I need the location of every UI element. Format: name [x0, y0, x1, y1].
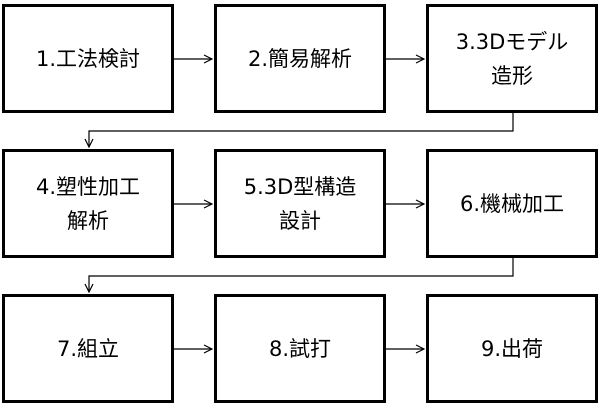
- step-1-method-study-box: 1.工法検討: [2, 4, 174, 113]
- step-2-simple-analysis-box: 2.簡易解析: [214, 4, 386, 113]
- step-5-3d-die-design-box: 5.3D型構造 設計: [214, 149, 386, 258]
- step-4-label: 4.塑性加工 解析: [35, 174, 141, 233]
- step-9-shipment-box: 9.出荷: [426, 294, 598, 403]
- step-8-label: 8.試打: [268, 336, 332, 361]
- step-9-label: 9.出荷: [480, 336, 544, 361]
- step-7-assembly-box: 7.組立: [2, 294, 174, 403]
- step-5-label: 5.3D型構造 設計: [243, 174, 357, 233]
- step-3-3d-modeling-box: 3.3Dモデル 造形: [426, 4, 598, 113]
- arrow-3-to-4: [89, 113, 514, 147]
- arrow-6-to-7: [89, 258, 514, 292]
- step-7-label: 7.組立: [56, 336, 120, 361]
- step-4-plastic-forming-analysis-box: 4.塑性加工 解析: [2, 149, 174, 258]
- step-3-label: 3.3Dモデル 造形: [455, 29, 569, 88]
- step-8-trial-box: 8.試打: [214, 294, 386, 403]
- step-2-label: 2.簡易解析: [247, 46, 353, 71]
- step-6-machining-box: 6.機械加工: [426, 149, 598, 258]
- step-6-label: 6.機械加工: [459, 191, 565, 216]
- step-1-label: 1.工法検討: [35, 46, 141, 71]
